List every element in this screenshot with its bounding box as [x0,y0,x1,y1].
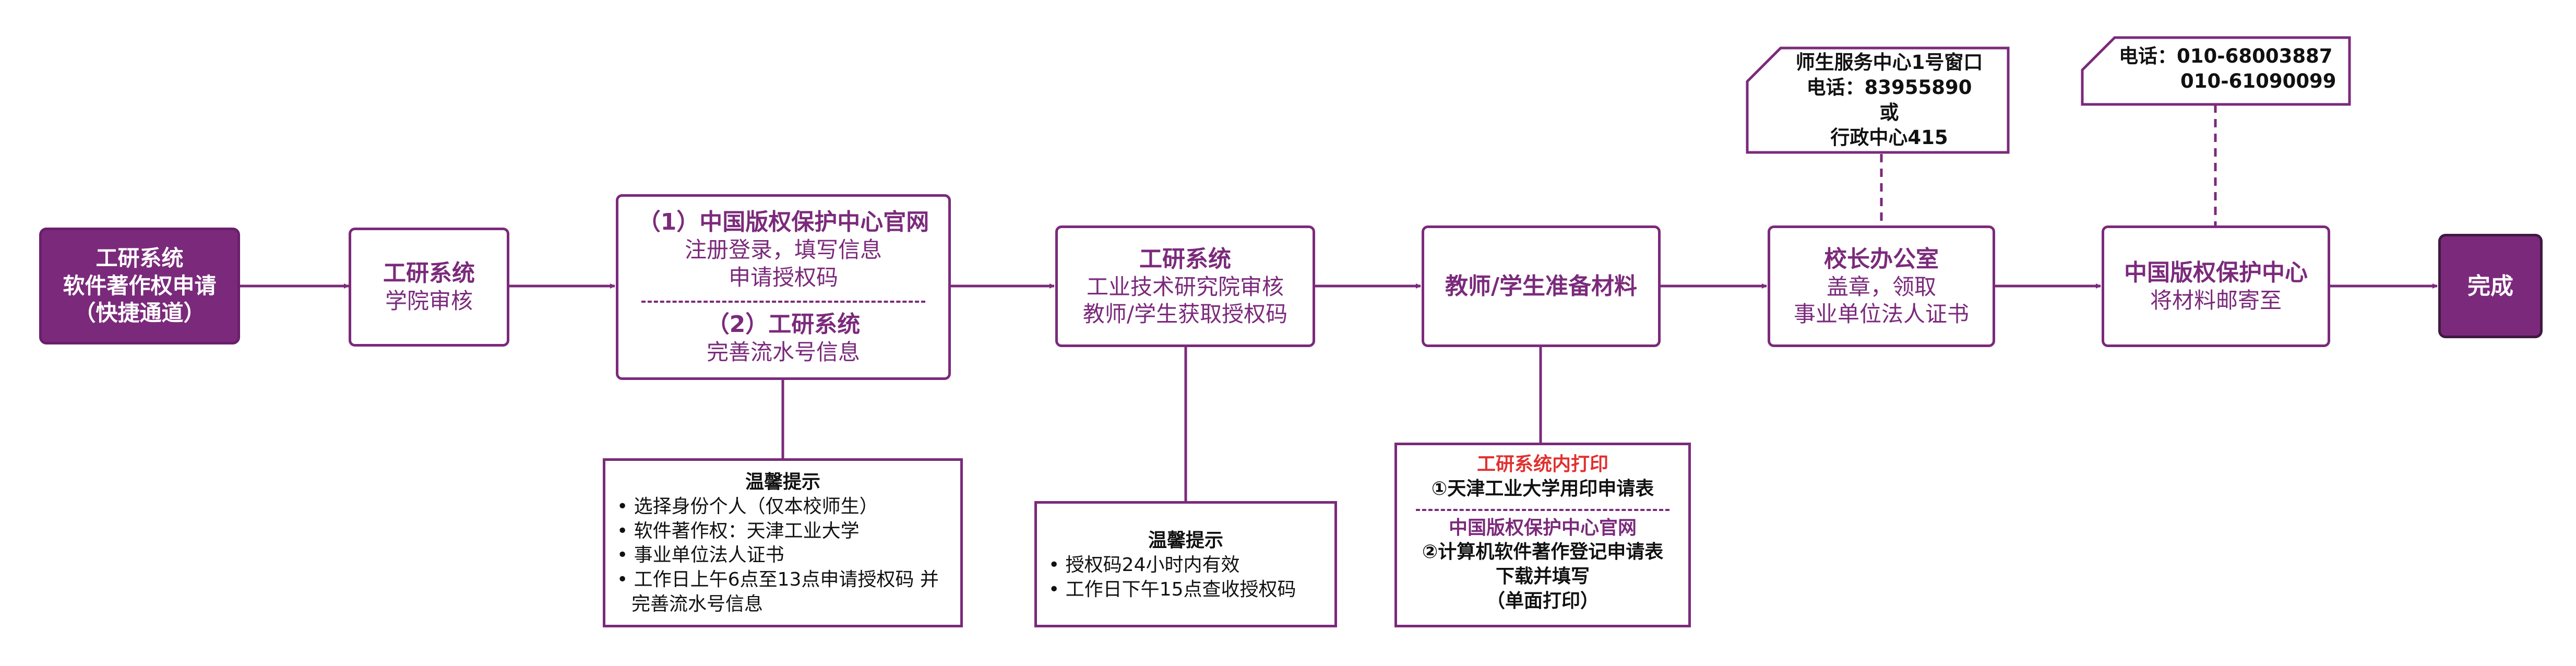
note1-item: • 选择身份个人（仅本校师生） [617,495,878,517]
register-part2-line1: 完善流水号信息 [706,339,860,365]
note1-item: • 软件著作权：天津工业大学 [617,520,860,542]
materials-note: 工研系统内打印 ①天津工业大学用印申请表 中国版权保护中心官网 ②计算机软件著作… [1394,443,1691,627]
callout-center-line2: 010-61090099 [2180,70,2336,93]
office-line1: 盖章，领取 [1826,273,1936,300]
register-part1-line2: 申请授权码 [728,264,838,290]
callout-office-line3: 或 [1879,101,1899,124]
register-part1-title: （1）中国版权保护中心官网 [637,209,929,236]
tip-note-register: 温馨提示 • 选择身份个人（仅本校师生） • 软件著作权：天津工业大学 • 事业… [603,458,963,627]
callout-office-line4: 行政中心415 [1830,126,1948,149]
start-line3: （快捷通道） [74,300,206,326]
prepare-title: 教师/学生准备材料 [1445,273,1638,300]
note2-title: 温馨提示 [1148,530,1223,551]
institute-line1: 工业技术研究院审核 [1086,273,1284,300]
step-president-office: 校长办公室 盖章，领取 事业单位法人证书 [1768,225,1995,347]
start-line2: 软件著作权申请 [63,272,217,299]
note3-item2: ②计算机软件著作登记申请表 [1422,541,1664,563]
step-institute-review: 工研系统 工业技术研究院审核 教师/学生获取授权码 [1055,225,1315,347]
step-start: 工研系统 软件著作权申请 （快捷通道） [39,228,240,344]
note1-item: • 工作日上午6点至13点申请授权码 并完善流水号信息 [617,569,939,615]
center-line1: 将材料邮寄至 [2150,287,2282,313]
college-subtitle: 学院审核 [385,288,473,314]
callout-office-line1: 师生服务中心1号窗口 [1795,51,1983,74]
center-title: 中国版权保护中心 [2124,259,2308,286]
callout-office-contact: 师生服务中心1号窗口 电话：83955890 或 行政中心415 [1774,50,2004,150]
institute-title: 工研系统 [1139,245,1231,272]
note3-divider [1416,508,1669,511]
note2-item: • 授权码24小时内有效 [1048,554,1240,576]
register-divider [641,301,925,303]
callout-office-shape [1746,46,2010,154]
step-prepare-materials: 教师/学生准备材料 [1422,225,1661,347]
done-title: 完成 [2467,272,2513,300]
step-register: （1）中国版权保护中心官网 注册登录，填写信息 申请授权码 （2）工研系统 完善… [616,194,951,380]
note1-title: 温馨提示 [745,471,820,493]
note2-item: • 工作日下午15点查收授权码 [1048,578,1296,600]
step-copyright-center: 中国版权保护中心 将材料邮寄至 [2102,225,2330,347]
register-part1-line1: 注册登录，填写信息 [684,237,882,263]
callout-center-shape [2081,36,2351,106]
note3-heading1: 工研系统内打印 [1476,454,1608,475]
callout-center-line1: 电话：010-68003887 [2119,45,2333,67]
note3-heading2: 中国版权保护中心官网 [1448,517,1637,539]
office-line2: 事业单位法人证书 [1793,301,1969,327]
tip-note-institute: 温馨提示 • 授权码24小时内有效 • 工作日下午15点查收授权码 [1034,501,1337,627]
note3-item2-line2: 下载并填写 [1495,566,1590,588]
note3-item2-line3: （单面打印） [1486,590,1599,612]
institute-line2: 教师/学生获取授权码 [1082,301,1288,327]
start-line1: 工研系统 [96,245,184,271]
callout-center-contact: 电话：010-68003887 010-61090099 [2119,44,2343,94]
note1-item: • 事业单位法人证书 [617,544,784,566]
office-title: 校长办公室 [1824,245,1939,272]
callout-office-line2: 电话：83955890 [1806,76,1972,99]
register-part2-title: （2）工研系统 [706,311,861,338]
step-done: 完成 [2438,234,2543,338]
step-college-review: 工研系统 学院审核 [349,228,509,347]
college-title: 工研系统 [383,260,475,287]
note3-item1: ①天津工业大学用印申请表 [1431,478,1654,500]
